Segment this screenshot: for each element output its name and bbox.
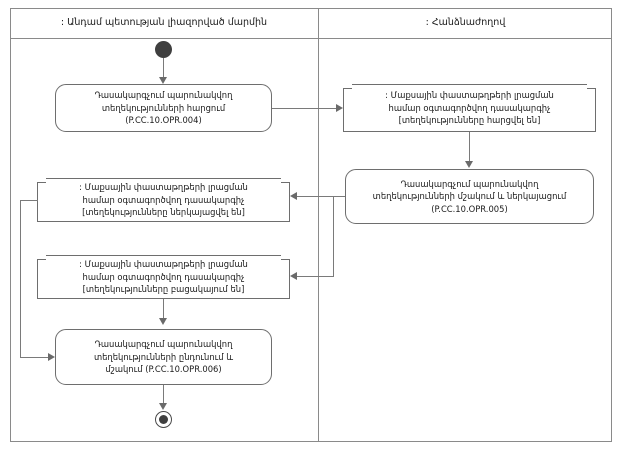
edge-opr005-outgoing-stub [333, 196, 345, 197]
edge-initial-to-opr004-arrowhead [159, 77, 167, 84]
edge-opr004-to-signal-requested-line [272, 108, 338, 109]
edge-opr005-to-signal-presented-line [294, 196, 334, 197]
edge-signal-requested-to-opr005-arrowhead [465, 161, 473, 168]
action-node-opr006-line2: տեղեկությունների ընդունում և [93, 351, 234, 362]
action-node-opr006[interactable]: Դասակարգչում պարունակվող տեղեկություններ… [55, 329, 272, 385]
edge-signal-presented-to-opr006-line [20, 357, 50, 358]
signal-node-information-requested[interactable]: : Մաքսային փաստաթղթերի լրացման համար օգտ… [343, 84, 596, 132]
edge-signal-absent-to-opr006-line [163, 299, 164, 321]
lane-divider [318, 8, 319, 442]
initial-node [155, 41, 172, 58]
signal-node-information-absent-line1: : Մաքսային փաստաթղթերի լրացման [79, 259, 248, 270]
edge-opr006-to-final-arrowhead [159, 403, 167, 410]
action-node-opr004-line3: (P.CC.10.OPR.004) [125, 115, 202, 126]
signal-node-information-presented-line1: : Մաքսային փաստաթղթերի լրացման [79, 182, 248, 193]
signal-node-information-requested-line2: համար օգտագործվող դասակարգիչ [388, 102, 551, 113]
signal-node-information-requested-line1: : Մաքսային փաստաթղթերի լրացման [385, 90, 554, 101]
action-node-opr005-line3: (P.CC.10.OPR.005) [431, 203, 508, 214]
lane-title-commission: : Հանձնաժողով [425, 17, 506, 28]
action-node-opr004-line2: տեղեկությունների հարցում [101, 102, 226, 113]
edge-signal-presented-to-opr006-stub [20, 200, 38, 201]
edge-opr006-to-final-line [163, 385, 164, 407]
lane-title-authorized-body: : Անդամ պետության լիազորված մարմին [60, 17, 268, 28]
final-node-inner-disc [158, 414, 168, 424]
edge-opr004-to-signal-requested-arrowhead [336, 104, 343, 112]
edge-opr005-to-signal-presented-arrowhead [290, 192, 297, 200]
edge-initial-to-opr004-line [163, 58, 164, 80]
edge-opr005-outgoing-trunk [333, 196, 334, 276]
signal-node-information-absent-line3: [տեղեկությունները բացակայում են] [82, 284, 245, 295]
action-node-opr005-line1: Դասակարգչում պարունակվող [400, 178, 539, 189]
signal-node-information-presented-line2: համար օգտագործվող դասակարգիչ [82, 194, 245, 205]
lane-header-divider [10, 38, 612, 39]
edge-opr005-to-signal-absent-arrowhead [290, 272, 297, 280]
action-node-opr005[interactable]: Դասակարգչում պարունակվող տեղեկություններ… [345, 169, 594, 224]
final-node [155, 411, 172, 428]
edge-opr005-to-signal-absent-line [294, 276, 334, 277]
signal-node-information-requested-line3: [տեղեկությունները հարցվել են] [398, 115, 541, 126]
action-node-opr004-line1: Դասակարգչում պարունակվող [94, 90, 233, 101]
edge-signal-absent-to-opr006-arrowhead [159, 318, 167, 325]
edge-signal-presented-to-opr006-arrowhead [48, 353, 55, 361]
action-node-opr006-line3: մշակում (P.CC.10.OPR.006) [105, 364, 222, 375]
action-node-opr004[interactable]: Դասակարգչում պարունակվող տեղեկություններ… [55, 84, 272, 132]
action-node-opr005-line2: տեղեկությունների մշակում և ներկայացում [372, 191, 567, 202]
signal-node-information-absent[interactable]: : Մաքսային փաստաթղթերի լրացման համար օգտ… [37, 255, 290, 299]
signal-node-information-presented[interactable]: : Մաքսային փաստաթղթերի լրացման համար օգտ… [37, 178, 290, 222]
action-node-opr006-line1: Դասակարգչում պարունակվող [94, 339, 233, 350]
edge-signal-requested-to-opr005-line [469, 132, 470, 164]
edge-signal-presented-to-opr006-vertical [20, 200, 21, 357]
signal-node-information-absent-line2: համար օգտագործվող դասակարգիչ [82, 271, 245, 282]
signal-node-information-presented-line3: [տեղեկությունները ներկայացվել են] [82, 207, 245, 218]
